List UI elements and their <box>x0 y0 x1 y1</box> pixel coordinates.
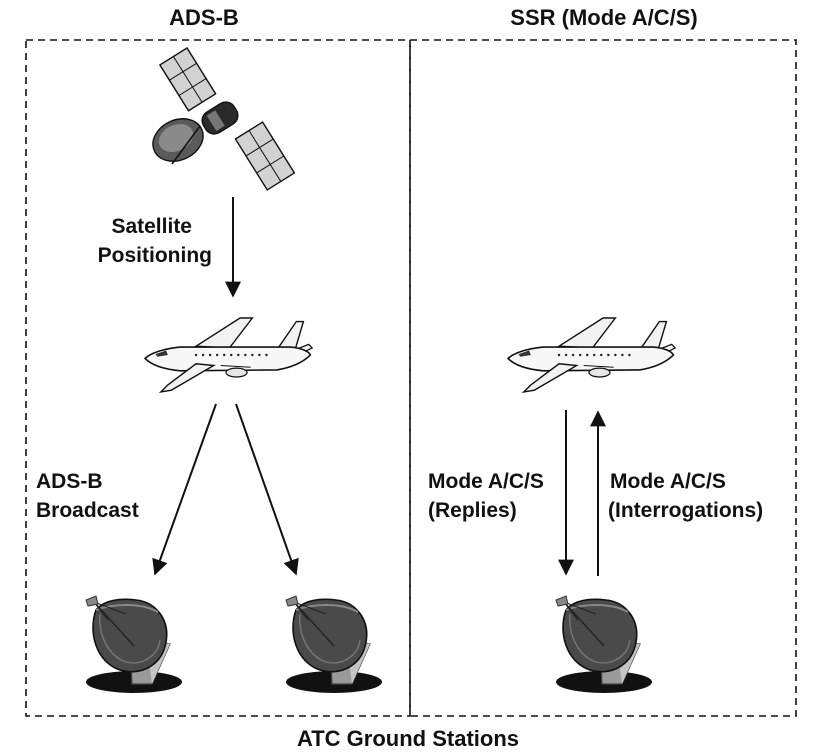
ads-b-broadcast-label-line2: Broadcast <box>36 499 139 522</box>
ads-b-aircraft-icon <box>144 317 313 393</box>
ground-station-left-icon <box>85 595 183 694</box>
atc-ground-stations-label: ATC Ground Stations <box>297 726 519 751</box>
broadcast-arrow-left <box>152 403 217 576</box>
satellite-positioning-label-line2: Positioning <box>98 244 212 267</box>
broadcast-arrow-right <box>235 403 299 576</box>
ads-b-broadcast-label-line1: ADS-B <box>36 470 103 493</box>
interrogations-label-line1: Mode A/C/S <box>610 470 726 493</box>
replies-label-line1: Mode A/C/S <box>428 470 544 493</box>
ads-b-header: ADS-B <box>169 5 239 30</box>
replies-label-line2: (Replies) <box>428 499 517 522</box>
ssr-header: SSR (Mode A/C/S) <box>510 5 697 30</box>
ads-b-region-box <box>25 39 411 717</box>
ground-station-middle-icon <box>285 595 383 694</box>
interrogations-label-line2: (Interrogations) <box>608 499 763 522</box>
ssr-region-box <box>409 39 797 717</box>
ground-station-right-icon <box>555 595 653 694</box>
satellite-icon <box>152 47 296 191</box>
ssr-aircraft-icon <box>507 317 676 393</box>
satellite-positioning-label-line1: Satellite <box>111 215 192 238</box>
